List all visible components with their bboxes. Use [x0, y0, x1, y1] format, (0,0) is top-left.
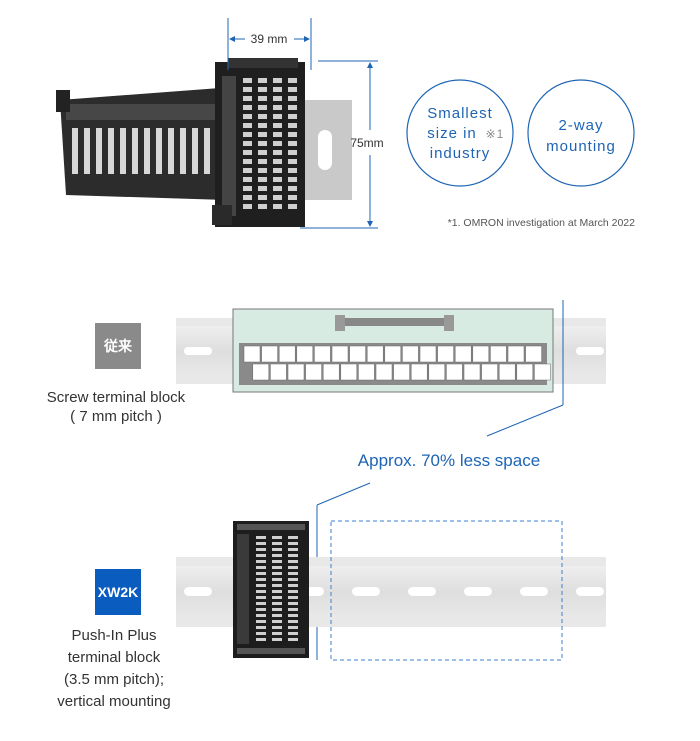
xw2k-label-3: (3.5 mm pitch); [64, 671, 164, 688]
svg-text:従来: 従来 [103, 338, 133, 354]
svg-text:industry: industry [430, 145, 491, 162]
height-dimension: 75mm [300, 60, 384, 229]
svg-text:size in: size in [427, 125, 477, 142]
height-label: 75mm [350, 136, 383, 150]
svg-text:mounting: mounting [546, 138, 616, 155]
saved-space-outline [330, 520, 563, 661]
comparison-text: Approx. 70% less space [358, 451, 540, 470]
xw2k-label-2: terminal block [68, 649, 161, 666]
xw2k-label-1: Push-In Plus [71, 627, 156, 644]
conventional-tag: 従来 [95, 323, 141, 369]
screw-terminal-block [232, 308, 554, 393]
xw2k-terminal-block [233, 521, 309, 658]
svg-text:Smallest: Smallest [427, 105, 493, 122]
conventional-label-1: Screw terminal block [47, 389, 186, 406]
svg-text:2-way: 2-way [558, 117, 603, 134]
width-dimension: 39 mm [227, 18, 312, 70]
badge-smallest-size: Smallest size in ※1 industry [406, 79, 514, 187]
xw2k-label-4: vertical mounting [57, 693, 170, 710]
note-mark: ※1 [486, 127, 505, 141]
width-label: 39 mm [251, 32, 288, 46]
conventional-label-2: ( 7 mm pitch ) [70, 408, 162, 425]
badge-two-way-mounting: 2-way mounting [527, 79, 635, 187]
svg-text:XW2K: XW2K [98, 584, 138, 600]
xw2k-tag: XW2K [95, 569, 141, 615]
footnote: *1. OMRON investigation at March 2022 [448, 217, 635, 229]
product-photo [56, 58, 352, 227]
